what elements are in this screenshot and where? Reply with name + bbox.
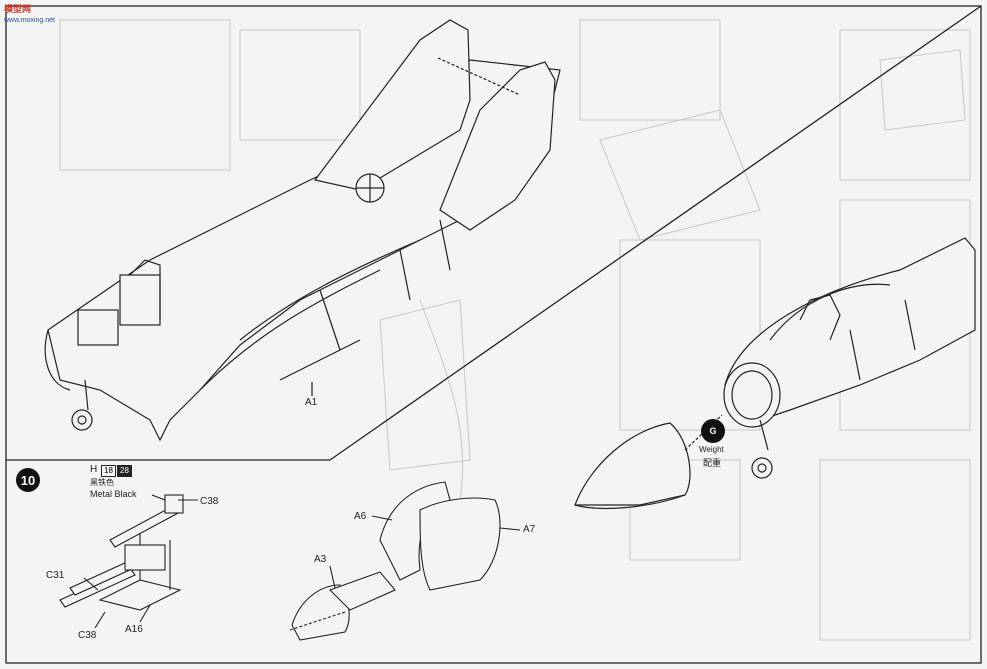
part-label-a16: A16	[125, 624, 143, 635]
part-label-a3: A3	[314, 554, 327, 565]
step-number-badge: 10	[16, 468, 40, 492]
site-watermark-logo: 模型网 www.moxing.net	[4, 4, 55, 26]
weight-icon: G	[701, 419, 725, 443]
watermark-text: 模型网	[4, 4, 32, 14]
paint-code-1: 18	[101, 465, 116, 477]
part-label-c38-top: C38	[200, 496, 219, 507]
completed-nose-view	[574, 237, 976, 509]
frame-lines	[5, 5, 982, 664]
part-label-a1: A1	[305, 397, 318, 408]
paint-name-en: Metal Black	[90, 489, 137, 499]
part-label-a6: A6	[354, 511, 367, 522]
paint-prefix: H	[90, 464, 98, 475]
paint-code-2: 28	[117, 465, 132, 477]
part-label-c31: C31	[46, 570, 65, 581]
part-label-c38-bottom: C38	[78, 630, 97, 641]
watermark-url: www.moxing.net	[4, 17, 55, 24]
paint-name-cn: 黑铁色	[90, 478, 114, 487]
gun-assembly	[59, 494, 198, 629]
part-label-a7: A7	[523, 524, 536, 535]
background-bleed-through	[59, 19, 971, 641]
weight-label-cn: 配重	[703, 458, 722, 468]
weight-label-en: Weight	[699, 445, 724, 454]
fuselage-assembly	[44, 19, 561, 442]
nose-parts-exploded	[289, 481, 521, 641]
